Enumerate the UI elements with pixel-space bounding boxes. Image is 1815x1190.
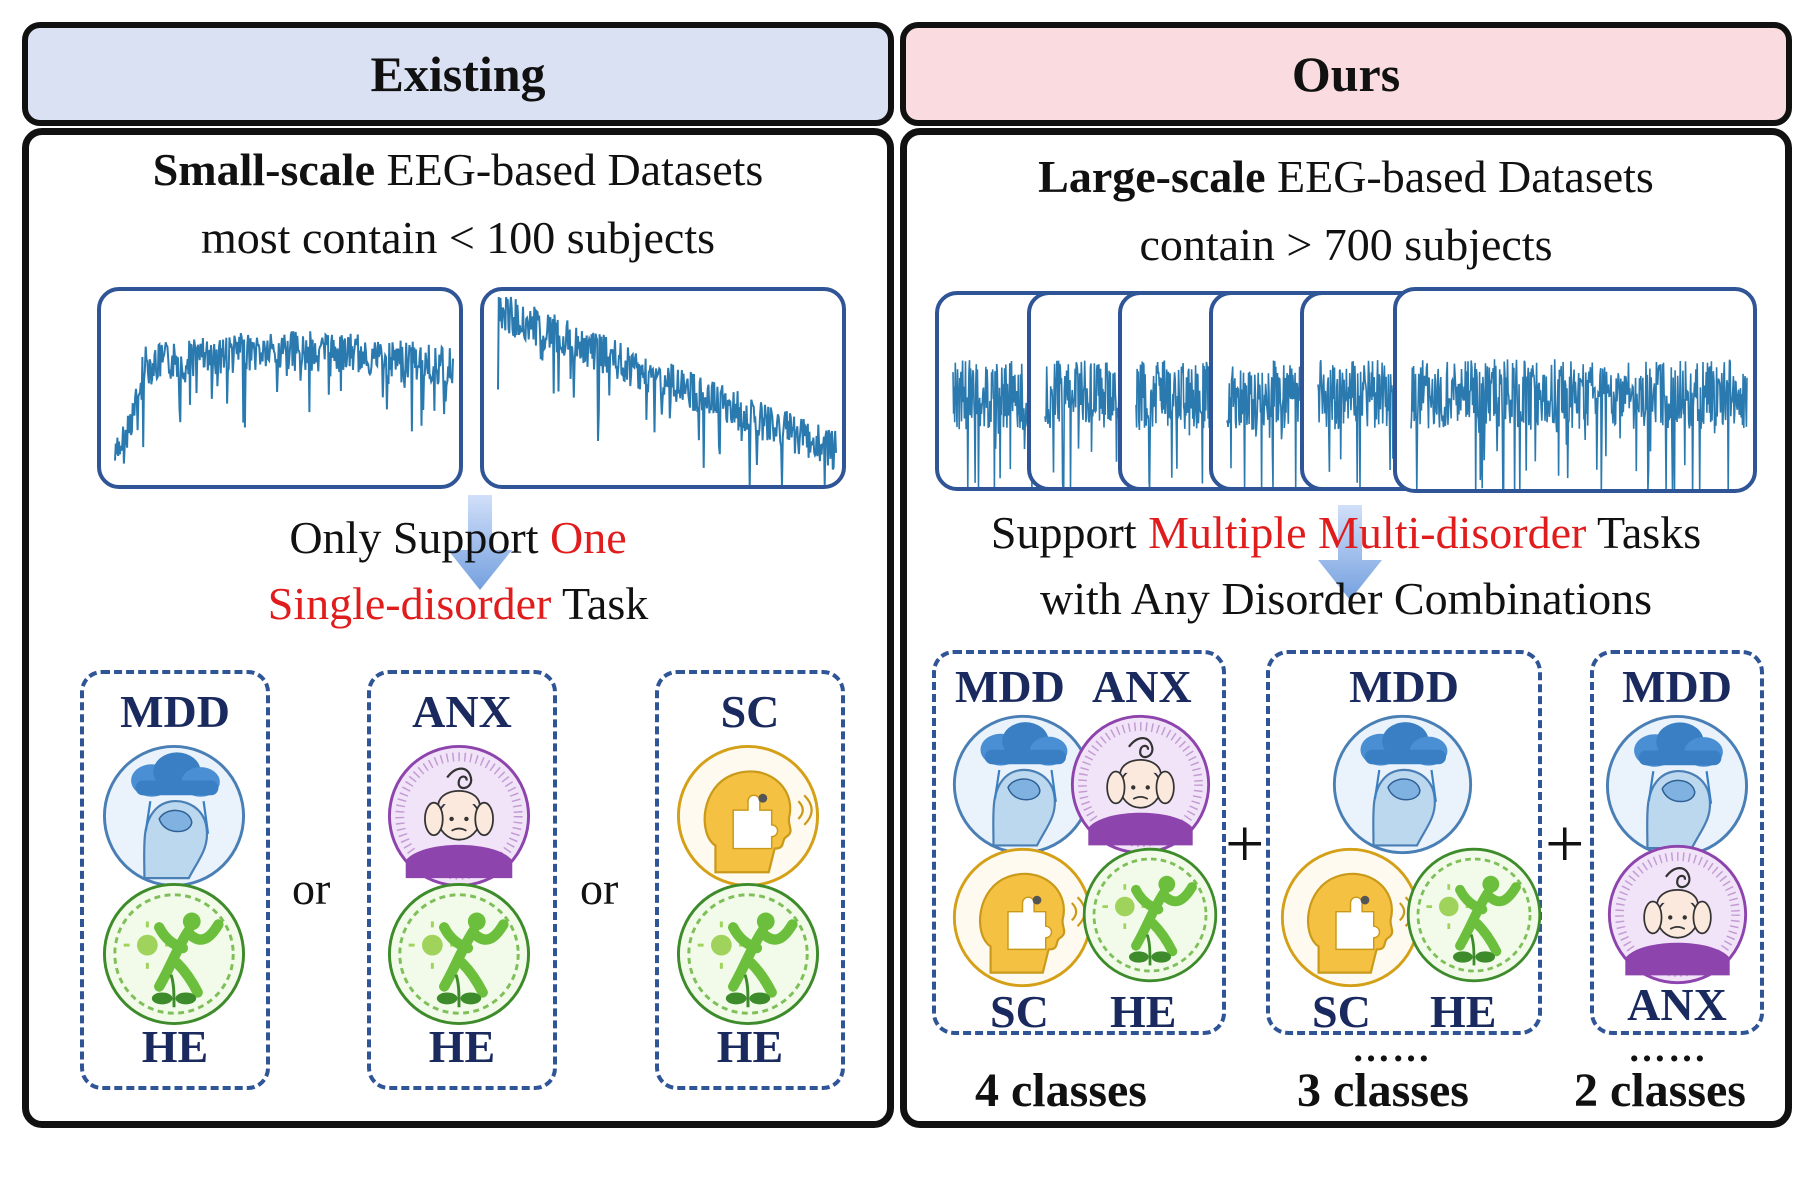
- or-text-2: or: [580, 863, 619, 914]
- g2-label-anx: ANX: [1627, 979, 1727, 1030]
- group3-bottom-label: HE: [716, 1021, 784, 1072]
- existing-header: Existing: [22, 22, 894, 126]
- existing-subtitle: most contain < 100 subjects: [201, 212, 715, 263]
- healthy-icon: [1404, 845, 1544, 990]
- ours-support-line1: Support Multiple Multi-disorder Tasks: [900, 500, 1792, 566]
- group3-top-label: SC: [720, 686, 780, 737]
- group2-top-label: ANX: [412, 686, 512, 737]
- existing-support-line2-rest: Task: [551, 578, 649, 629]
- group1-bottom-label: HE: [141, 1021, 209, 1072]
- g3-label-mdd: MDD: [1349, 661, 1459, 712]
- down-arrow-icon: [1318, 505, 1382, 600]
- or-text-1: or: [292, 863, 331, 914]
- depression-icon: [1603, 712, 1751, 865]
- schizophrenia-icon: [674, 742, 822, 895]
- schizophrenia-icon: [950, 845, 1095, 995]
- ours-title-rest: EEG-based Datasets: [1265, 151, 1654, 202]
- eeg-wave-panel: [1393, 287, 1757, 493]
- ours-support-red: Multiple Multi-disorder: [1148, 507, 1587, 558]
- group2-bottom-label: HE: [428, 1021, 496, 1072]
- plus-sign-2: +: [1545, 806, 1585, 883]
- g3-label-sc: SC: [1312, 986, 1371, 1037]
- group-4-classes: [932, 650, 1226, 1035]
- g2-classes-label: 2 classes: [1574, 1064, 1746, 1117]
- healthy-icon: [1080, 845, 1220, 990]
- anxiety-icon: [1605, 842, 1750, 992]
- anxiety-icon: [385, 742, 533, 895]
- eeg-wave-2: [497, 296, 837, 485]
- existing-support-prefix: Only Support: [289, 512, 551, 563]
- group-anx-he: [367, 670, 557, 1090]
- g4-label-sc: SC: [990, 986, 1049, 1037]
- g3-classes-label: 3 classes: [1297, 1064, 1469, 1117]
- existing-title-rest: EEG-based Datasets: [374, 144, 764, 195]
- g2-label-mdd: MDD: [1622, 661, 1732, 712]
- existing-support-line2-red: Single-disorder: [267, 578, 552, 629]
- ours-title-bold: Large-scale: [1038, 151, 1266, 202]
- depression-icon: [100, 742, 248, 895]
- plus-sign-1: +: [1225, 806, 1265, 883]
- g3-label-he: HE: [1430, 986, 1497, 1037]
- group1-top-label: MDD: [120, 686, 230, 737]
- ours-header: Ours: [900, 22, 1792, 126]
- group-3-classes: [1266, 650, 1542, 1035]
- existing-support-red: One: [550, 512, 627, 563]
- group-sc-he: [655, 670, 845, 1090]
- down-arrow-icon: [448, 495, 512, 590]
- g3-ellipsis: ……: [1352, 1028, 1432, 1070]
- g4-classes-label: 4 classes: [975, 1064, 1147, 1117]
- g4-label-mdd: MDD: [955, 661, 1065, 712]
- existing-title: Small-scale EEG-based Datasets: [22, 137, 894, 203]
- existing-header-label: Existing: [370, 46, 546, 102]
- healthy-icon: [100, 880, 248, 1033]
- eeg-wave-1: [114, 331, 454, 464]
- g4-label-anx: ANX: [1092, 661, 1192, 712]
- eeg-wave-panel-1: [97, 287, 463, 489]
- ours-subtitle: contain > 700 subjects: [1139, 219, 1553, 270]
- g4-label-he: HE: [1110, 986, 1177, 1037]
- ours-support-suffix: Tasks: [1586, 507, 1702, 558]
- anxiety-icon: [1068, 712, 1213, 862]
- ours-support-prefix: Support: [990, 507, 1149, 558]
- existing-title-bold: Small-scale: [152, 144, 375, 195]
- schizophrenia-icon: [1278, 845, 1423, 995]
- existing-support-line1: Only Support One: [22, 505, 894, 571]
- g2-ellipsis: ……: [1628, 1028, 1708, 1070]
- ours-title: Large-scale EEG-based Datasets: [900, 144, 1792, 210]
- existing-support-line2: Single-disorder Task: [22, 571, 894, 637]
- group-2-classes: [1590, 650, 1764, 1035]
- healthy-icon: [385, 880, 533, 1033]
- eeg-wave: [1410, 359, 1748, 489]
- ours-header-label: Ours: [1291, 46, 1401, 102]
- depression-icon: [1330, 712, 1475, 862]
- group-mdd-he: [80, 670, 270, 1090]
- eeg-wave-panel-2: [480, 287, 846, 489]
- ours-support-line2: with Any Disorder Combinations: [1039, 573, 1653, 624]
- depression-icon: [950, 712, 1095, 862]
- healthy-icon: [674, 880, 822, 1033]
